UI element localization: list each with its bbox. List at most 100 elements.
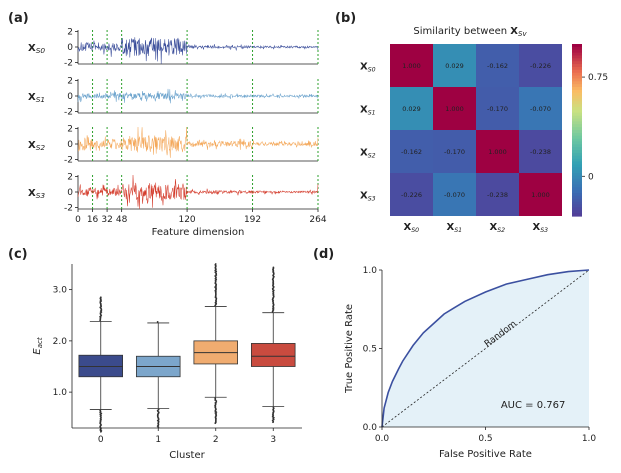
colorbar-segment — [572, 210, 582, 214]
colorbar-segment — [572, 150, 582, 154]
colorbar-segment — [572, 75, 582, 79]
x-tick-label-d: 1.0 — [582, 434, 597, 444]
x-tick-label-c: 2 — [213, 435, 219, 445]
colorbar-segment — [572, 72, 582, 77]
y-tick-label-a: 0 — [67, 43, 73, 53]
y-axis-label-d: True Positive Rate — [344, 304, 355, 394]
auc-label: AUC = 0.767 — [501, 400, 566, 411]
heatmap-cell-label: -0.226 — [530, 62, 551, 70]
y-tick-label-d: 0.0 — [363, 423, 378, 433]
heatmap-cell-label: 1.000 — [445, 105, 464, 113]
series-label-X_S3: XS3 — [28, 188, 45, 200]
y-tick-label-a: 0 — [67, 140, 73, 150]
colorbar-segment — [572, 152, 582, 157]
colorbar-segment — [572, 175, 582, 180]
signal-line-X_S1 — [77, 88, 319, 104]
colorbar-segment — [572, 190, 582, 194]
y-tick-label-c: 3.0 — [53, 286, 68, 296]
colorbar-tick-label: 0.75 — [588, 73, 608, 83]
colorbar-segment — [572, 87, 582, 91]
x-tick-label-c: 0 — [98, 435, 104, 445]
random-diagonal — [381, 269, 590, 428]
series-label-X_S2: XS2 — [28, 140, 45, 152]
x-axis-label-a: Feature dimension — [152, 227, 245, 238]
y-tick-label-a: 2 — [67, 125, 73, 135]
heatmap-cell-label: 0.029 — [445, 62, 464, 70]
box-3 — [250, 343, 296, 367]
heatmap-cell — [476, 87, 519, 130]
x-axis-label-c: Cluster — [169, 450, 205, 461]
heatmap-cell — [519, 130, 562, 173]
col-label-S3: XS3 — [533, 222, 549, 234]
colorbar-segment — [572, 130, 582, 134]
y-tick-label-a: -2 — [64, 107, 73, 117]
colorbar-segment — [572, 95, 582, 100]
x-tick-label-a: 32 — [101, 215, 112, 225]
y-tick-label-a: -2 — [64, 203, 73, 213]
colorbar-segment — [572, 187, 582, 191]
row-label-S1: XS1 — [360, 105, 376, 117]
outlier-point — [272, 421, 274, 424]
colorbar-segment — [572, 104, 582, 108]
y-tick-label-c: 1.0 — [53, 388, 68, 398]
colorbar-segment — [572, 132, 582, 137]
panel-label-a: (a) — [8, 11, 29, 26]
colorbar-segment — [572, 213, 582, 217]
col-label-S2: XS2 — [490, 222, 506, 234]
heatmap-cell-label: 0.029 — [402, 105, 421, 113]
x-tick-label-a: 48 — [116, 215, 128, 225]
heatmap-cell — [433, 130, 476, 173]
outlier-point — [156, 321, 159, 323]
colorbar-segment — [572, 118, 582, 122]
heatmap-cell-label: -0.238 — [530, 148, 551, 156]
col-label-S1: XS1 — [447, 222, 463, 234]
y-tick-label-a: 2 — [67, 77, 73, 87]
row-label-S3: XS3 — [360, 191, 376, 203]
panel-label-d: (d) — [313, 247, 334, 262]
roc-curve — [381, 269, 590, 428]
outlier-point — [214, 422, 217, 425]
heatmap-cell — [519, 87, 562, 130]
colorbar-segment — [572, 58, 582, 62]
colorbar-segment — [572, 78, 582, 82]
panel-b-similarity-heatmap: Similarity between XSv 1.000 0.029 -0.162 -0… — [360, 26, 608, 234]
x-tick-label-a: 192 — [244, 215, 261, 225]
heatmap-cell — [519, 173, 562, 216]
colorbar-segment — [572, 173, 582, 177]
colorbar-segment — [572, 44, 582, 48]
heatmap-title: Similarity between XSv — [413, 26, 527, 38]
heatmap-cell-label: 1.000 — [488, 148, 507, 156]
y-tick-label-a: 0 — [67, 92, 73, 102]
colorbar-segment — [572, 161, 582, 165]
outlier-point — [99, 430, 102, 433]
colorbar-segment — [572, 135, 582, 140]
heatmap-cell-label: -0.170 — [444, 148, 465, 156]
colorbar-segment — [572, 127, 582, 131]
heatmap-cell — [433, 87, 476, 130]
x-tick-label-d: 0.5 — [478, 434, 492, 444]
heatmap-cell-label: -0.162 — [487, 62, 508, 70]
colorbar-segment — [572, 178, 582, 183]
box-0 — [78, 354, 124, 378]
colorbar-segment — [572, 170, 582, 174]
heatmap-cell-label: 1.000 — [402, 62, 421, 70]
heatmap-cell — [519, 44, 562, 87]
colorbar-segment — [572, 66, 582, 71]
colorbar-segment — [572, 181, 582, 186]
colorbar-segment — [572, 201, 582, 206]
signal-line-X_S3 — [77, 174, 319, 209]
colorbar-segment — [572, 52, 582, 57]
colorbar-segment — [572, 64, 582, 68]
heatmap-cell — [390, 44, 433, 87]
x-tick-label-a: 264 — [309, 215, 326, 225]
panel-label-c: (c) — [8, 247, 28, 262]
outlier-point — [99, 296, 102, 299]
heatmap-cell — [476, 44, 519, 87]
colorbar-tick-label: 0 — [588, 172, 594, 182]
colorbar-segment — [572, 112, 582, 117]
colorbar-segment — [572, 195, 582, 200]
colorbar-segment — [572, 158, 582, 163]
signal-line-X_S0 — [77, 37, 319, 65]
